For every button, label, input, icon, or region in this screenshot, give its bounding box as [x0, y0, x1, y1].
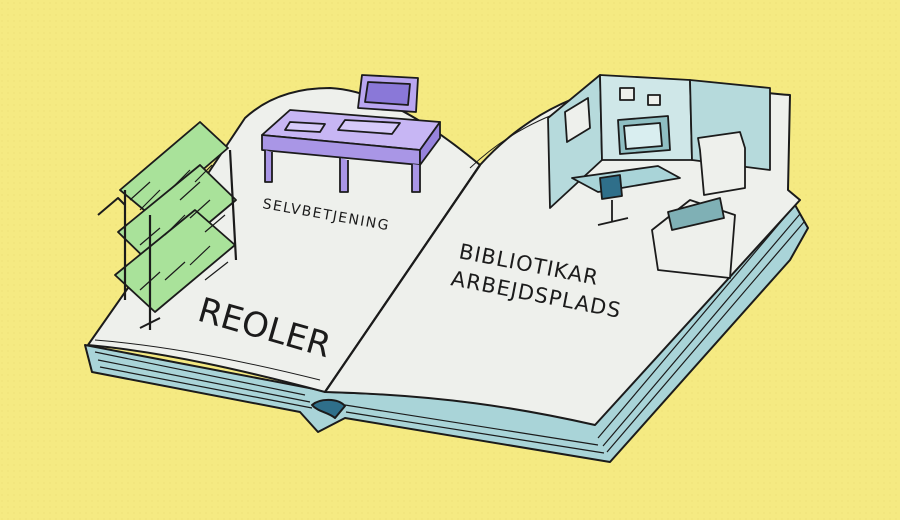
- bookshelf-icon: [97, 121, 238, 330]
- self-service-kiosk-icon: [261, 74, 441, 193]
- office-workstation-icon: [547, 74, 771, 279]
- open-book: [84, 81, 809, 463]
